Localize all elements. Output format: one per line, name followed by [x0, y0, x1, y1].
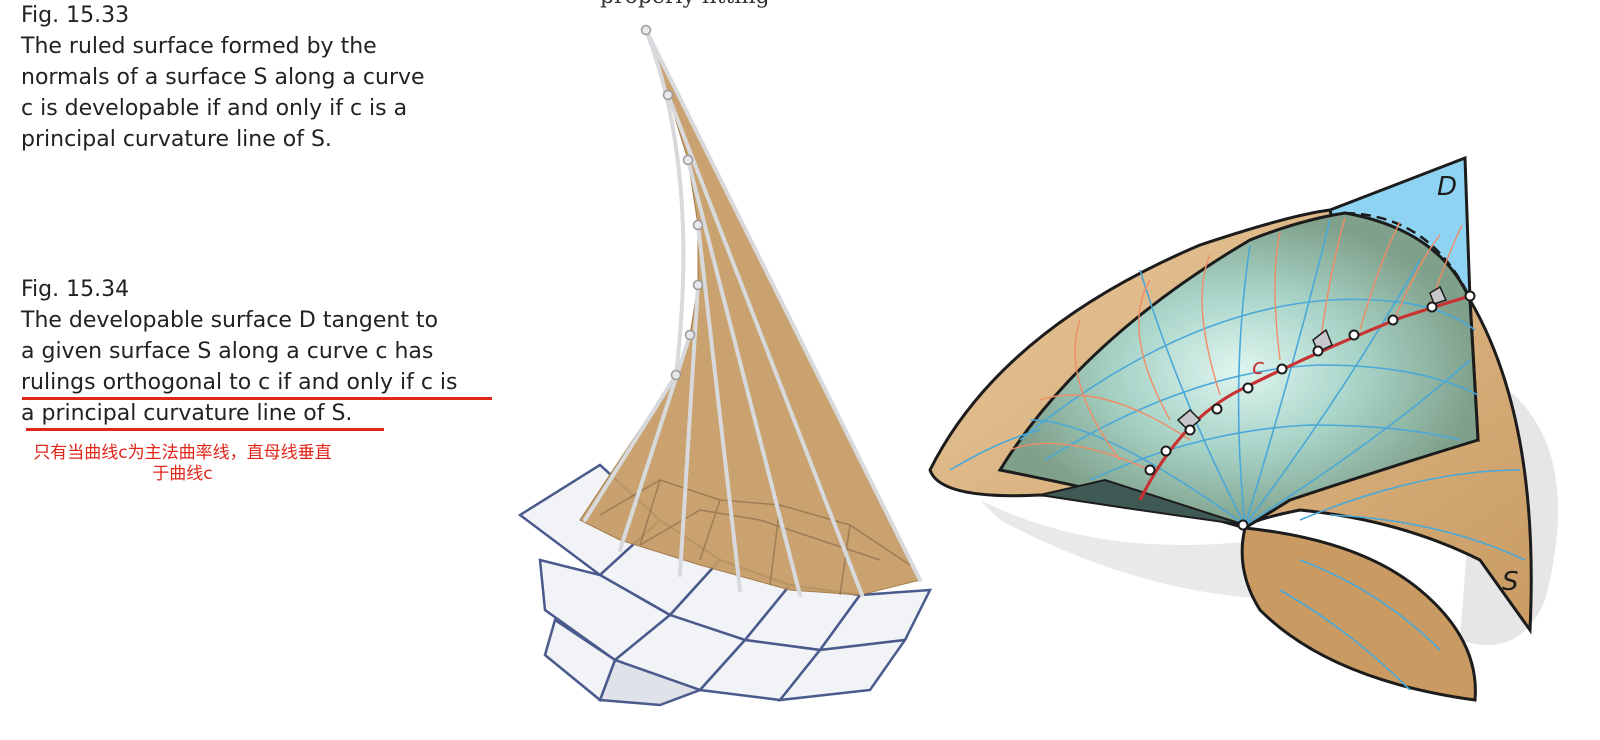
fig-15-33-line-1: The ruled surface formed by the	[21, 34, 377, 59]
header-fragment: properly fitting	[600, 0, 770, 9]
fig-15-34-line-3: rulings orthogonal to c if and only if c…	[21, 370, 458, 395]
fig-15-34-caption: Fig. 15.34 The developable surface D tan…	[21, 274, 458, 429]
normal-points	[640, 24, 704, 381]
label-c: c	[1252, 355, 1264, 380]
fig-15-34-line-1: The developable surface D tangent to	[21, 308, 439, 333]
underline-1	[22, 397, 492, 400]
underline-2	[26, 428, 384, 431]
orange-param-lines	[1009, 217, 1463, 471]
surface-s-lower-flap	[1240, 526, 1477, 702]
label-s: S	[1502, 567, 1519, 597]
fig-15-33-illustration	[517, 24, 933, 707]
fig-15-34-illustration	[928, 155, 1559, 702]
fig-15-33-line-4: principal curvature line of S.	[21, 127, 332, 152]
curve-points	[1144, 290, 1476, 531]
fig-15-34-line-4: a principal curvature line of S.	[21, 401, 353, 426]
annotation-line-2: 于曲线c	[152, 464, 213, 484]
fig-15-33-line-2: normals of a surface S along a curve	[21, 65, 425, 90]
fig-15-33-caption: Fig. 15.33 The ruled surface formed by t…	[21, 0, 425, 155]
fig-15-34-line-2: a given surface S along a curve c has	[21, 339, 434, 364]
fig-15-34-label: Fig. 15.34	[21, 277, 130, 302]
fig-15-33-line-3: c is developable if and only if c is a	[21, 96, 408, 121]
handwritten-annotation: 只有当曲线c为主法曲率线，直母线垂直 于曲线c	[10, 443, 355, 485]
fig-15-33-label: Fig. 15.33	[21, 3, 130, 28]
label-d: D	[1437, 172, 1457, 202]
curve-c	[1138, 294, 1471, 501]
annotation-line-1: 只有当曲线c为主法曲率线，直母线垂直	[33, 443, 332, 463]
